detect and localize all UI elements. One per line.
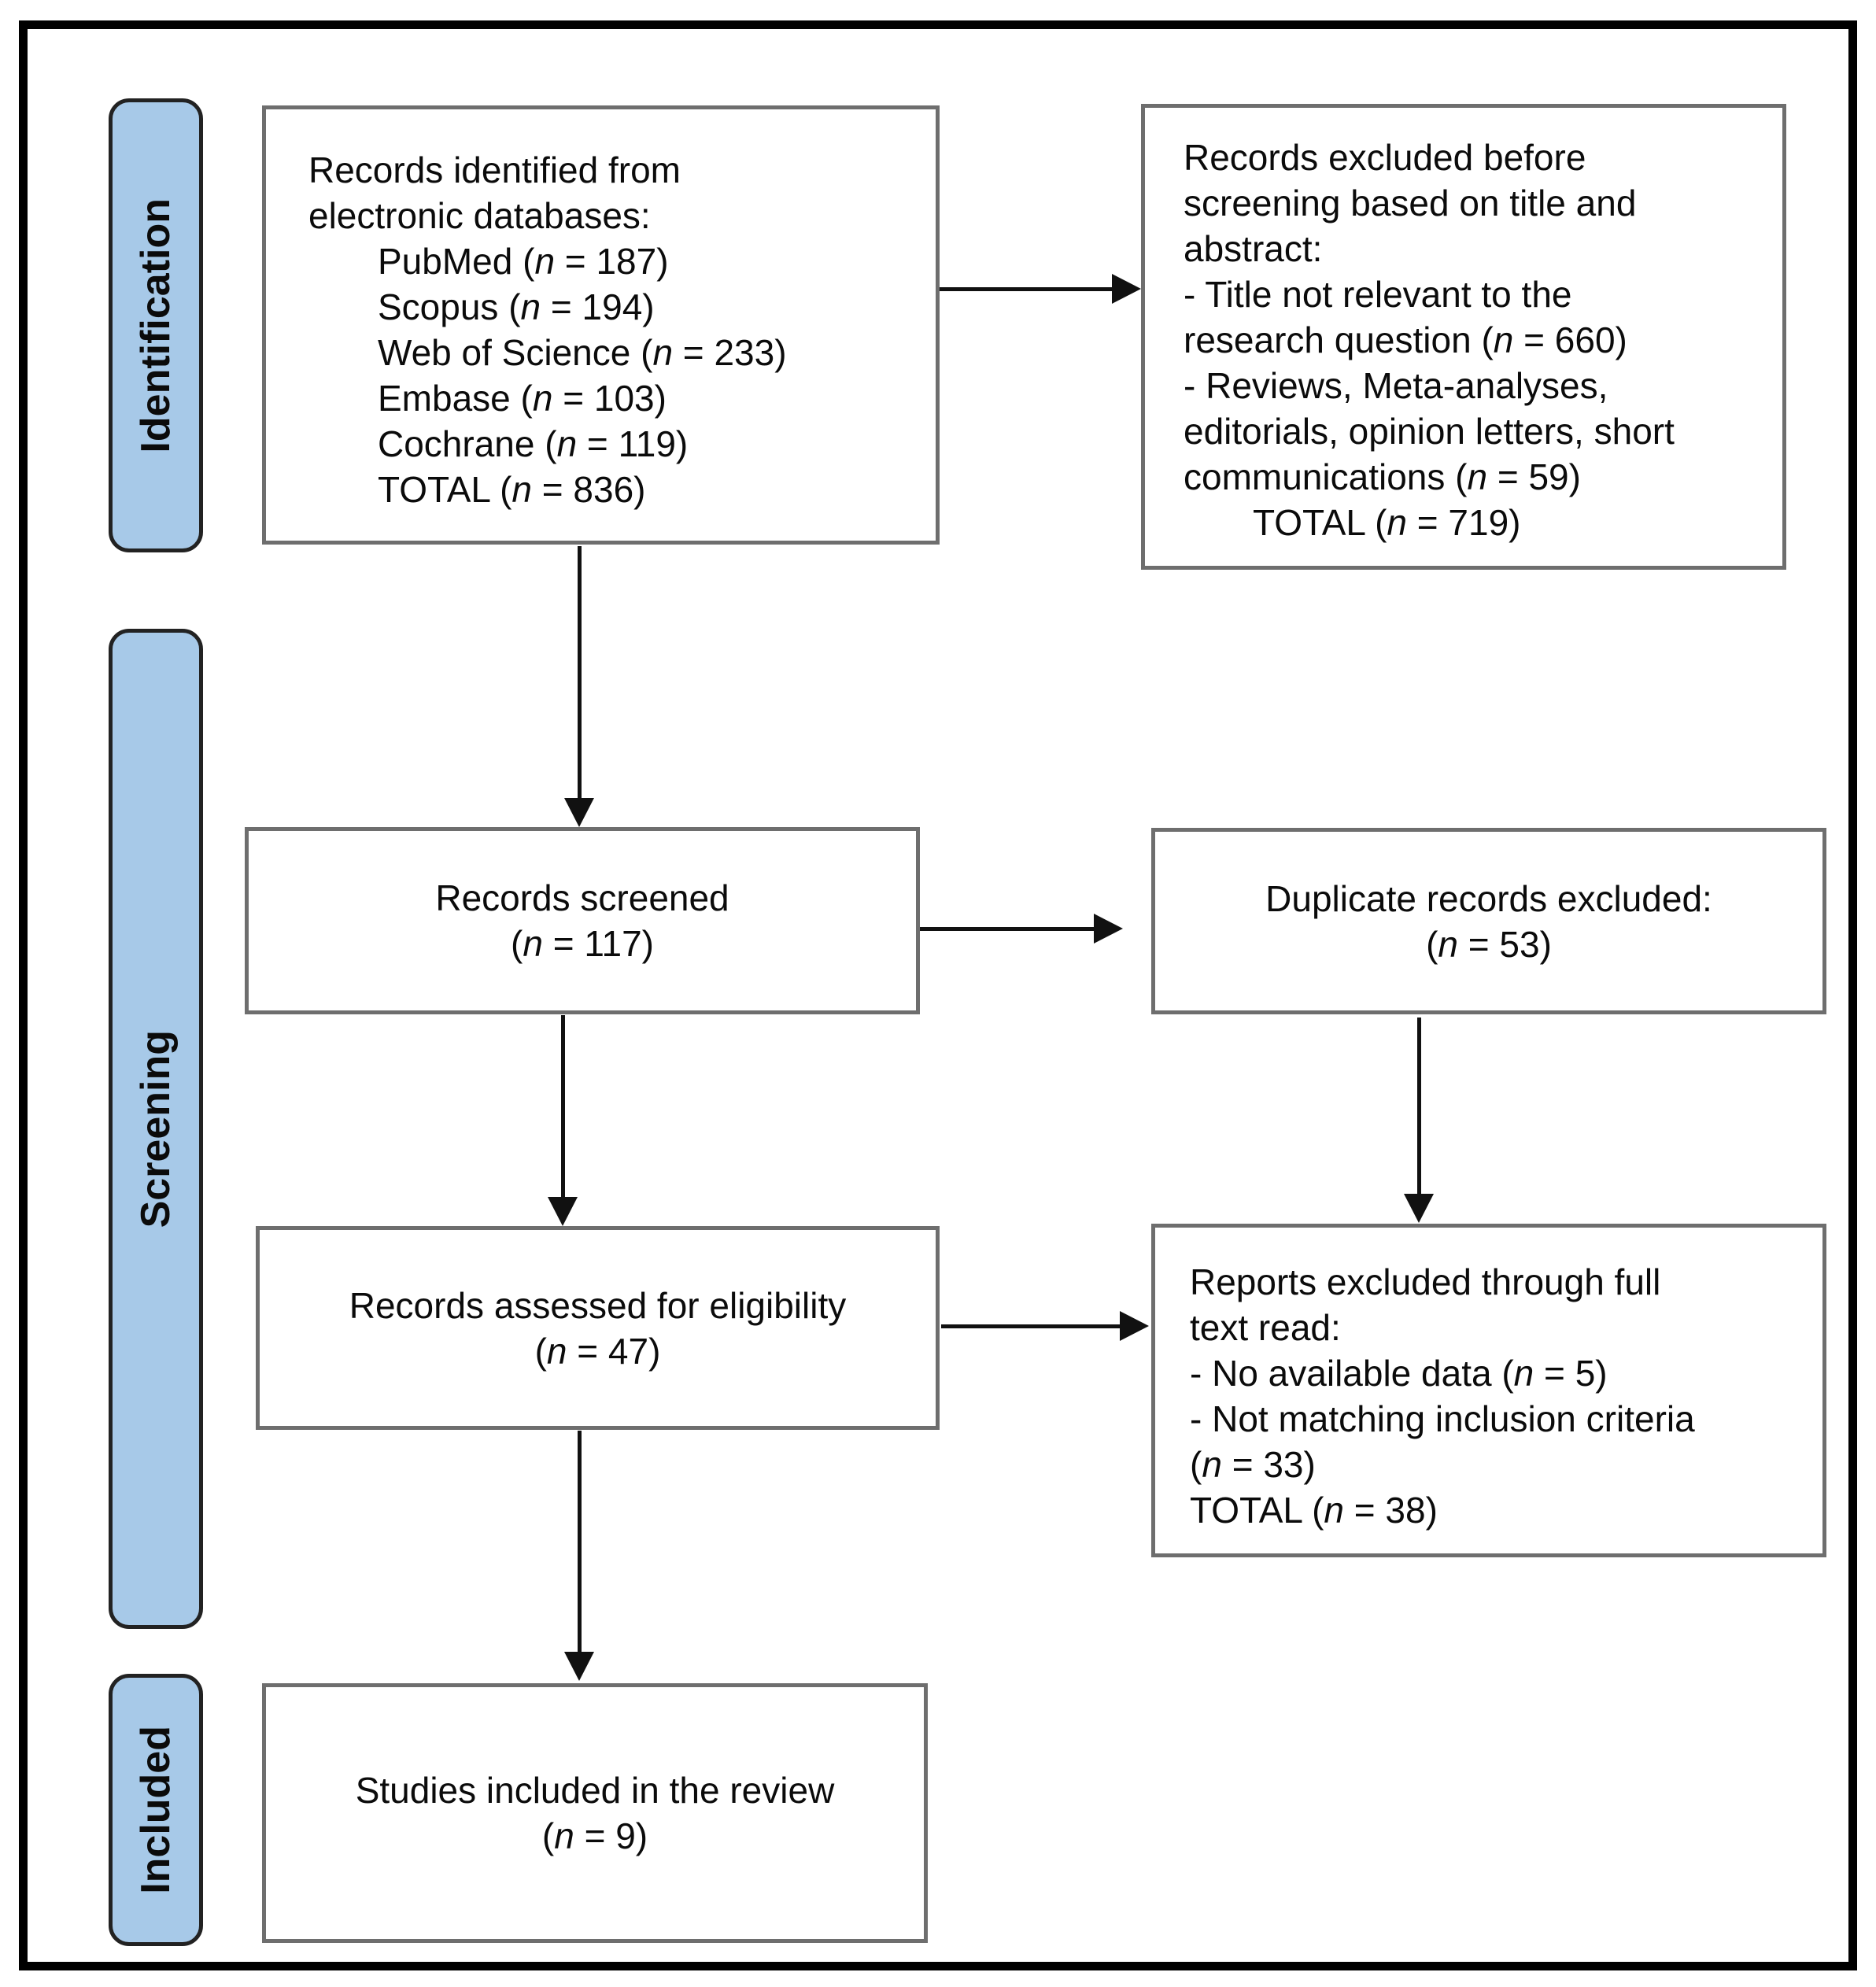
stage-bar-screening: Screening	[109, 629, 203, 1629]
diagram-frame: Identification Screening Included Record…	[19, 20, 1857, 1970]
arrow-line	[578, 1431, 582, 1653]
stage-label-identification: Identification	[133, 198, 179, 453]
box-duplicate-records-excluded-text: Duplicate records excluded:(n = 53)	[1265, 877, 1712, 965]
stage-label-included: Included	[133, 1726, 179, 1894]
box-duplicate-records-excluded: Duplicate records excluded:(n = 53)	[1151, 828, 1826, 1014]
box-records-screened-text: Records screened(n = 117)	[435, 877, 729, 964]
stage-bar-included: Included	[109, 1674, 203, 1946]
arrowhead-down-icon	[564, 1652, 594, 1681]
box-records-assessed: Records assessed for eligibility(n = 47)	[256, 1226, 940, 1430]
arrowhead-right-icon	[1112, 274, 1141, 304]
arrowhead-down-icon	[564, 798, 594, 827]
arrowhead-right-icon	[1120, 1311, 1149, 1341]
box-studies-included-text: Studies included in the review(n = 9)	[355, 1770, 835, 1856]
arrow-line	[920, 927, 1095, 931]
arrow-line	[940, 287, 1114, 291]
box-records-assessed-text: Records assessed for eligibility(n = 47)	[349, 1284, 847, 1372]
arrow-line	[1417, 1018, 1421, 1195]
arrow-line	[578, 546, 582, 798]
arrowhead-down-icon	[1404, 1194, 1434, 1223]
arrowhead-right-icon	[1094, 914, 1123, 944]
box-studies-included: Studies included in the review(n = 9)	[262, 1683, 928, 1943]
arrowhead-down-icon	[548, 1197, 578, 1226]
arrow-line	[941, 1324, 1122, 1328]
stage-label-screening: Screening	[133, 1029, 179, 1228]
box-records-screened: Records screened(n = 117)	[245, 827, 920, 1014]
arrow-line	[561, 1015, 565, 1198]
stage-bar-identification: Identification	[109, 98, 203, 552]
